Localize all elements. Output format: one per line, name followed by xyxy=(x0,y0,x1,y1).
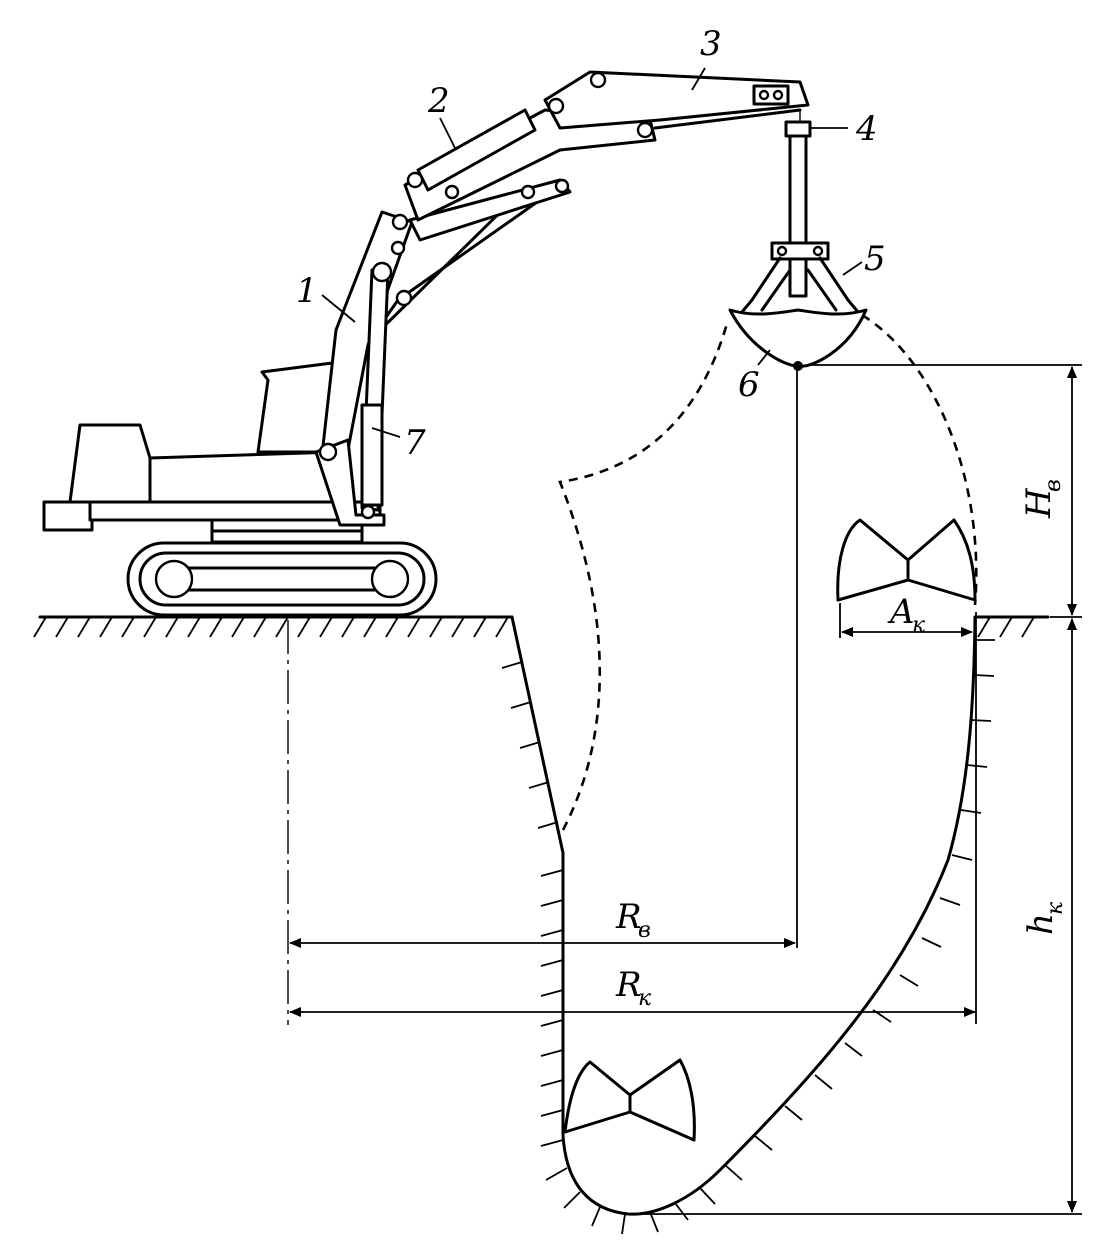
label-H-v: H в xyxy=(1019,479,1066,519)
clamshell-gripper xyxy=(728,84,868,371)
trench-profile xyxy=(501,615,995,1235)
trench-hatching-right xyxy=(649,639,995,1233)
label-part-3: 3 xyxy=(700,24,722,64)
trench-hatching-left xyxy=(501,661,626,1235)
label-part-4: 4 xyxy=(855,109,878,149)
leader-lines xyxy=(321,67,863,438)
label-part-2: 2 xyxy=(427,81,450,121)
dimension-lines xyxy=(289,364,1082,1215)
part-labels: 1 2 3 4 5 6 7 xyxy=(296,24,886,463)
label-R-v-sub: в xyxy=(638,918,651,943)
label-part-6: 6 xyxy=(738,365,760,405)
label-part-7: 7 xyxy=(404,423,426,463)
label-h-k-main: h xyxy=(1021,913,1061,935)
label-R-v: R в xyxy=(615,897,651,943)
label-A-k-sub: к xyxy=(912,613,926,638)
label-H-v-sub: в xyxy=(1041,479,1066,492)
working-envelope xyxy=(558,313,978,831)
label-A-k-main: A xyxy=(887,592,915,632)
label-H-v-main: H xyxy=(1019,487,1059,519)
excavator-body xyxy=(42,360,382,532)
boom-pins xyxy=(318,71,654,520)
dimension-labels: H в A к R в R к h к xyxy=(615,479,1068,1011)
open-bucket-right xyxy=(836,518,977,602)
excavator-boom xyxy=(314,70,810,527)
ground-surface xyxy=(33,615,1050,638)
label-A-k: A к xyxy=(887,592,926,638)
label-h-k-sub: к xyxy=(1043,901,1068,915)
excavator-undercarriage xyxy=(126,518,438,617)
label-R-v-main: R xyxy=(615,897,642,937)
label-R-k-sub: к xyxy=(638,986,652,1011)
label-R-k-main: R xyxy=(615,965,642,1005)
label-R-k: R к xyxy=(615,965,652,1011)
open-bucket-bottom xyxy=(563,1058,696,1142)
label-part-5: 5 xyxy=(864,239,886,279)
label-h-k: h к xyxy=(1021,901,1068,935)
label-part-1: 1 xyxy=(296,271,318,311)
